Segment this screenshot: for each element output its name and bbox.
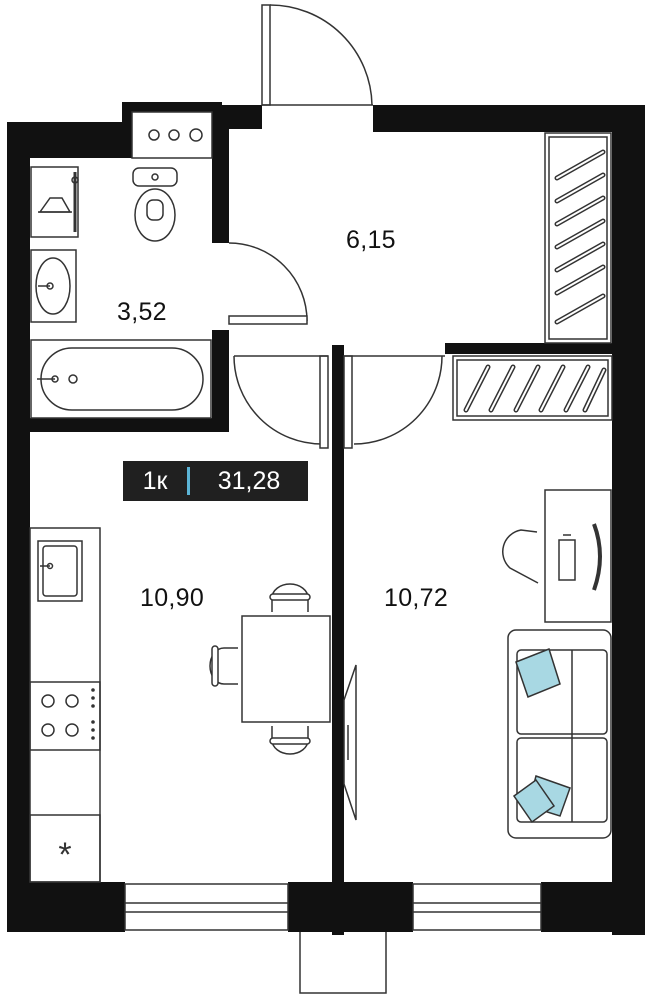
entry-door	[261, 4, 373, 106]
badge-separator	[187, 467, 190, 495]
cooktop-knobs	[91, 688, 95, 740]
room-area-bathroom: 3,52	[117, 298, 167, 326]
kitchen-counter	[29, 527, 101, 883]
room-area-kitchen: 10,90	[140, 584, 205, 612]
room-area-living: 10,72	[384, 584, 449, 612]
desk	[502, 489, 612, 623]
ventilation-shafts	[131, 111, 213, 159]
walls	[7, 102, 645, 935]
fridge-symbol: *	[58, 836, 71, 874]
interior-doors	[228, 242, 445, 449]
bathroom-fixtures	[30, 166, 212, 419]
windows	[124, 883, 542, 994]
hangers-vertical-inner	[556, 151, 604, 323]
hangers-horizontal-inner	[465, 366, 605, 411]
apartment-badge: 1к 31,28	[123, 461, 308, 501]
pillows	[512, 648, 571, 824]
room-area-hall: 6,15	[346, 226, 396, 254]
tv	[343, 664, 357, 821]
room-count: 1к	[142, 466, 168, 495]
total-area: 31,28	[217, 466, 281, 495]
dining-table	[209, 583, 331, 755]
